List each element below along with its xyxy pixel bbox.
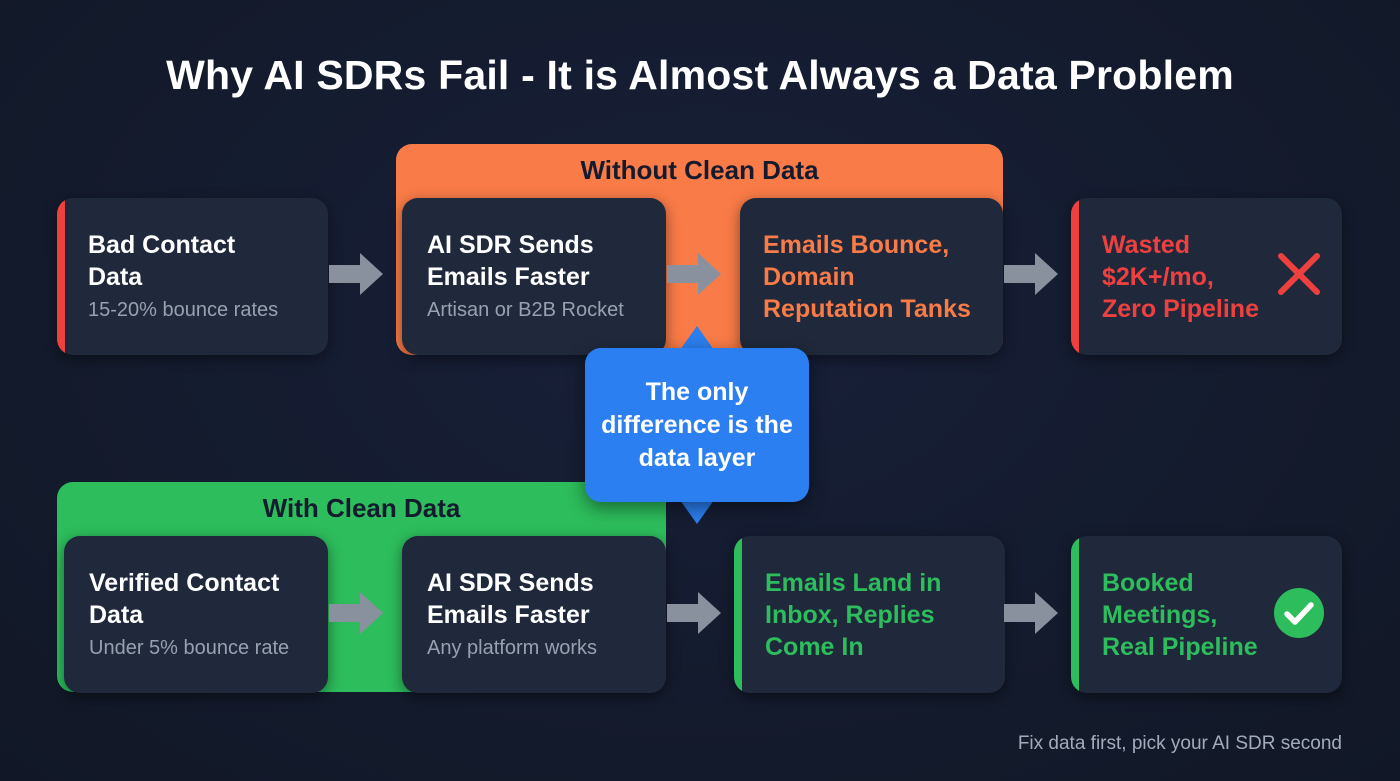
card-ai-sdr-sends-bottom: AI SDR Sends Emails Faster Any platform … [402,536,666,693]
card-emails-bounce: Emails Bounce, Domain Reputation Tanks [740,198,1003,355]
accent-bar-green [1071,536,1079,693]
card-heading: Bad Contact Data [88,231,236,291]
card-heading: AI SDR Sends Emails Faster [427,569,594,629]
accent-bar-green [734,536,742,693]
card-ai-sdr-sends-top: AI SDR Sends Emails Faster Artisan or B2… [402,198,666,355]
card-heading: Wasted $2K+/mo, Zero Pipeline [1102,231,1259,323]
card-emails-land-inbox: Emails Land in Inbox, Replies Come In [734,536,1005,693]
callout-bubble: The only difference is the data layer [585,348,809,502]
callout-pointer-up [680,326,714,350]
card-booked-meetings: Booked Meetings, Real Pipeline [1071,536,1342,693]
card-verified-contact-data: Verified Contact Data Under 5% bounce ra… [64,536,328,693]
arrow-right-icon [667,592,721,634]
card-heading: Booked Meetings, Real Pipeline [1102,569,1258,661]
card-heading: Emails Bounce, Domain Reputation Tanks [763,231,971,323]
arrow-right-icon [1004,253,1058,295]
card-heading: Emails Land in Inbox, Replies Come In [765,569,942,661]
accent-bar-red [57,198,65,355]
card-heading: AI SDR Sends Emails Faster [427,231,594,291]
card-bad-contact-data: Bad Contact Data 15-20% bounce rates [57,198,328,355]
card-heading: Verified Contact Data [89,569,280,629]
card-subtext: Artisan or B2B Rocket [427,299,624,321]
arrow-right-icon [329,253,383,295]
arrow-right-icon [329,592,383,634]
card-subtext: 15-20% bounce rates [88,299,279,321]
arrow-right-icon [1004,592,1058,634]
card-wasted-zero-pipeline: Wasted $2K+/mo, Zero Pipeline [1071,198,1342,355]
footer-note: Fix data first, pick your AI SDR second [1017,733,1342,754]
group-label-without: Without Clean Data [580,155,819,185]
x-mark-icon [1278,253,1320,295]
accent-bar-red [1071,198,1079,355]
check-circle-icon [1274,588,1324,638]
card-subtext: Under 5% bounce rate [89,637,290,659]
card-subtext: Any platform works [427,637,598,659]
arrow-right-icon [667,253,721,295]
group-label-with: With Clean Data [262,493,461,523]
page-title: Why AI SDRs Fail - It is Almost Always a… [166,52,1234,98]
callout-pointer-down [680,500,714,524]
